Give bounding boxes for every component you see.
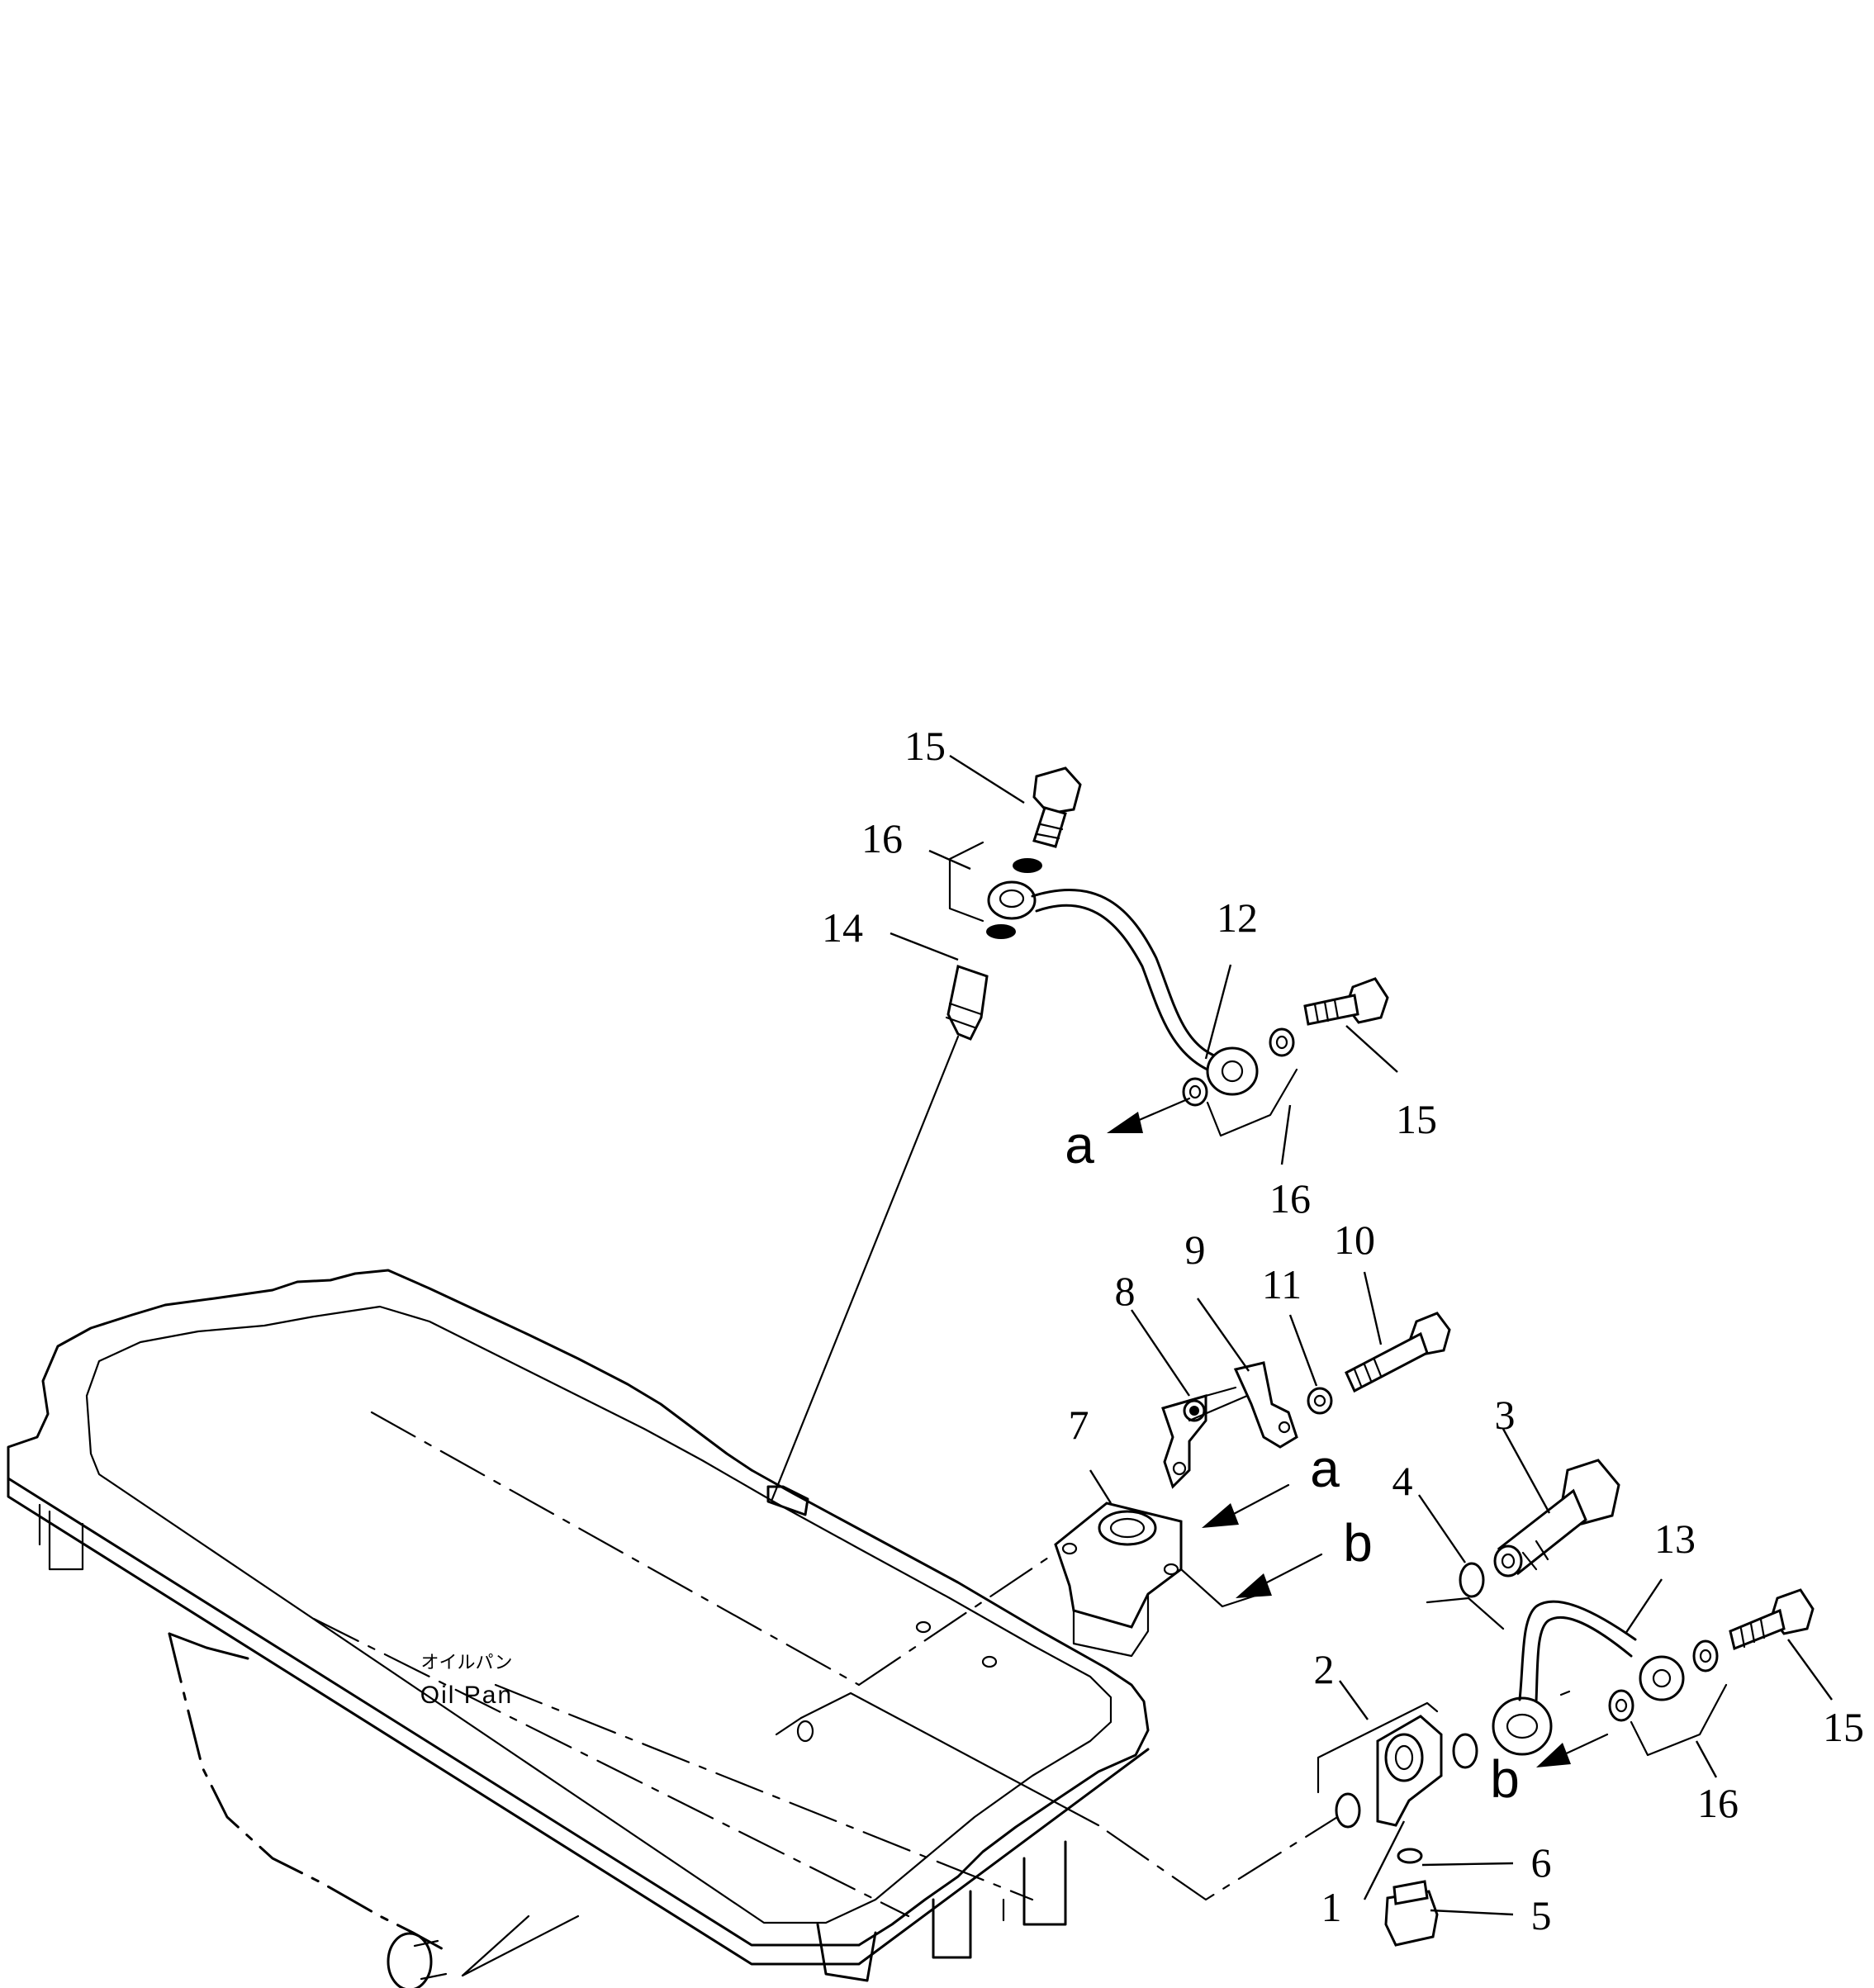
connector-a-middle: a: [1310, 1439, 1340, 1498]
connector-a-upper: a: [1065, 1115, 1094, 1174]
callout-4: 4: [1392, 1458, 1413, 1504]
connector-b-lower: b: [1490, 1749, 1520, 1809]
middle-bracket-assembly: [857, 1312, 1451, 1687]
callout-16-middle: 16: [1269, 1175, 1311, 1222]
callout-10: 10: [1334, 1217, 1375, 1263]
callout-2: 2: [1314, 1646, 1335, 1692]
callout-3: 3: [1495, 1392, 1516, 1438]
oil-pan: オイルパン Oil Pan: [7, 1269, 1150, 1988]
upper-pipe-assembly: [771, 766, 1389, 1501]
callout-14: 14: [822, 904, 863, 951]
callout-11: 11: [1262, 1261, 1302, 1307]
connector-b-middle: b: [1343, 1513, 1373, 1573]
leader-lines: [890, 754, 1833, 1916]
callout-15-right: 15: [1396, 1096, 1437, 1142]
callout-15-top: 15: [904, 723, 946, 769]
callout-13: 13: [1654, 1516, 1696, 1562]
callout-16-lower: 16: [1697, 1780, 1739, 1826]
lower-right-assembly: [1097, 1459, 1815, 1947]
callout-7: 7: [1069, 1402, 1089, 1448]
connector-letters: a a b b: [1065, 1115, 1520, 1809]
callout-1: 1: [1321, 1884, 1342, 1930]
callout-16-top: 16: [861, 815, 903, 861]
callout-5: 5: [1531, 1892, 1552, 1938]
callout-15-lower: 15: [1823, 1704, 1864, 1750]
callout-12: 12: [1217, 894, 1258, 941]
callout-9: 9: [1185, 1226, 1206, 1273]
callout-labels: 15 16 14 12 15 16 7 8 9 11 10 3 4 13 15 …: [822, 723, 1864, 1938]
callout-6: 6: [1531, 1839, 1552, 1886]
oil-pan-label-en: Oil Pan: [420, 1682, 513, 1709]
oil-pan-label-jp: オイルパン: [420, 1653, 512, 1673]
callout-8: 8: [1115, 1268, 1136, 1314]
